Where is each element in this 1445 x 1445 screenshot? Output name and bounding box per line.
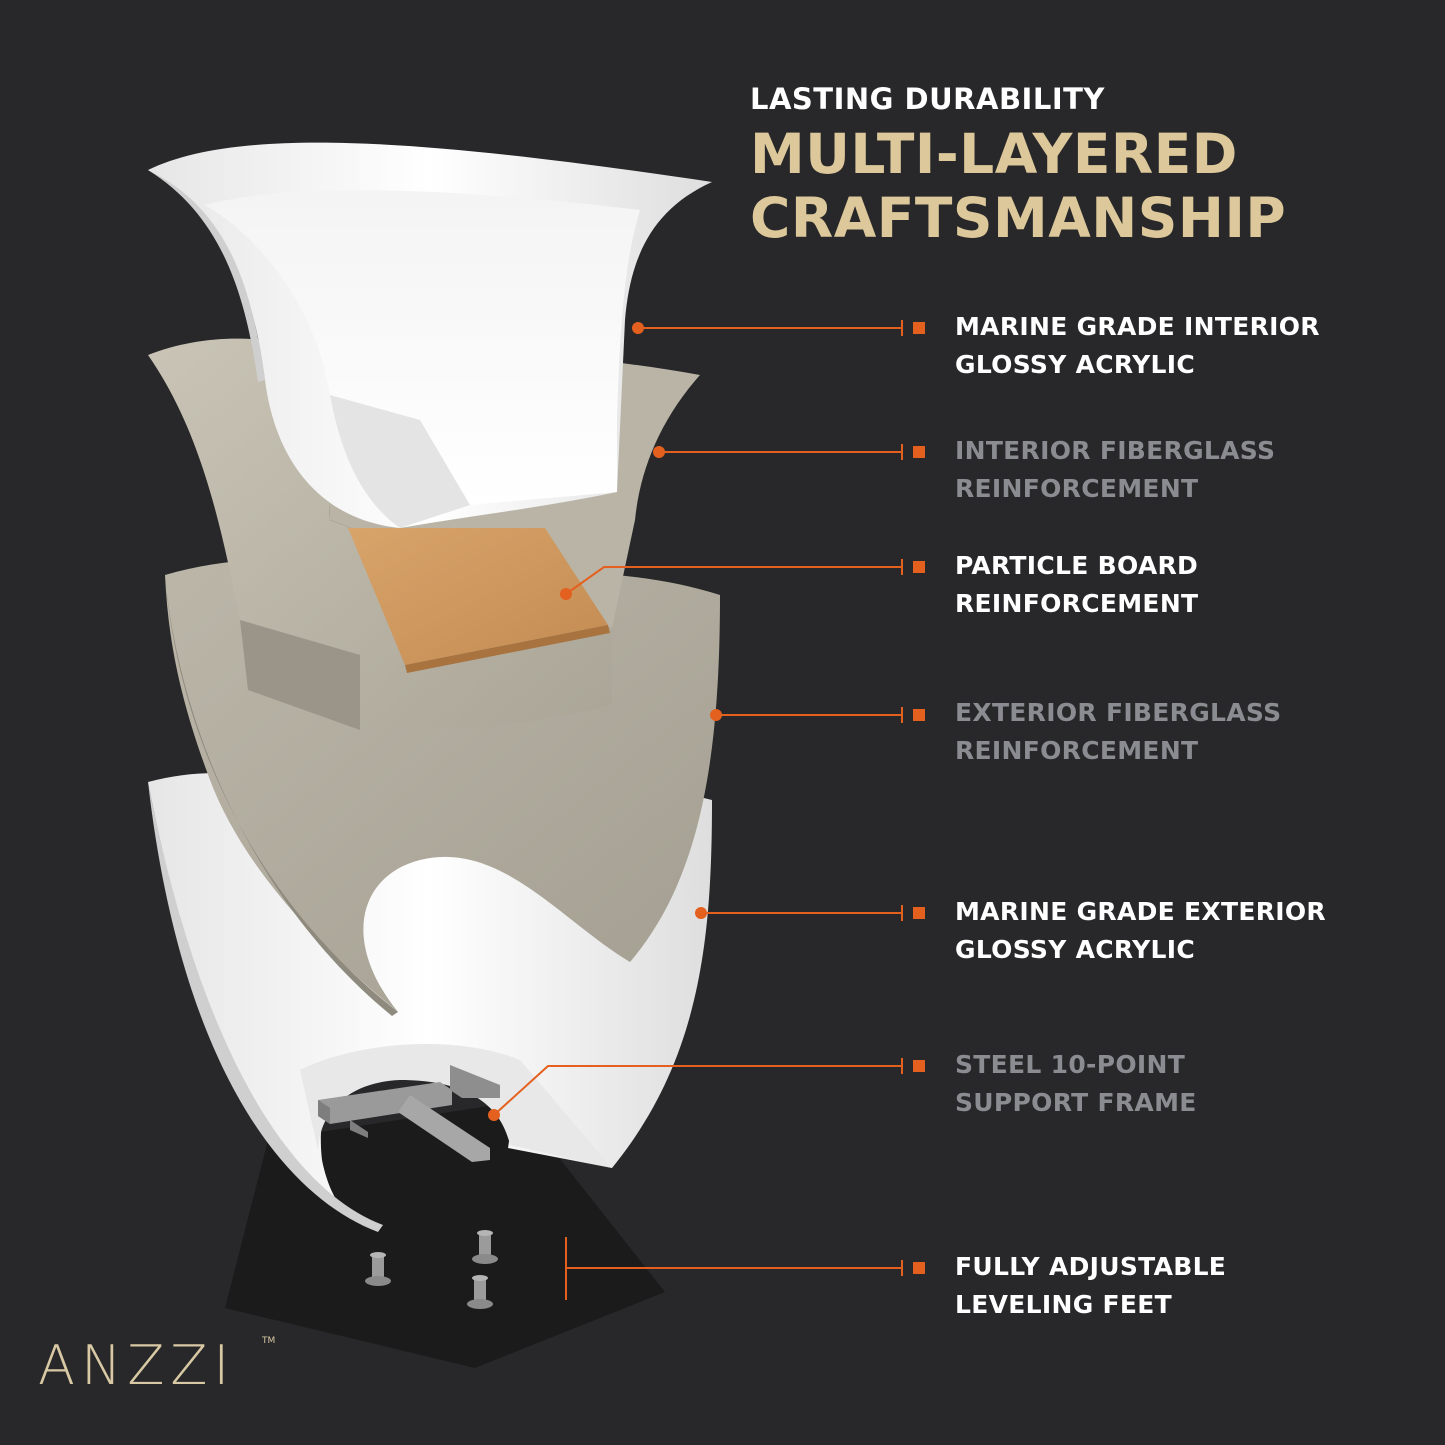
label-line: PARTICLE BOARD — [955, 551, 1199, 580]
particle-board-layer — [348, 528, 610, 673]
label-line: SUPPORT FRAME — [955, 1088, 1197, 1117]
callout-square-4 — [913, 709, 925, 721]
label-line: MARINE GRADE EXTERIOR — [955, 897, 1326, 926]
leveling-feet — [365, 1230, 498, 1309]
callout-square-3 — [913, 561, 925, 573]
label-line: REINFORCEMENT — [955, 474, 1199, 503]
callout-dot-interior-acrylic — [632, 322, 644, 334]
callout-lines — [493, 320, 903, 1300]
label-line: EXTERIOR FIBERGLASS — [955, 698, 1282, 727]
callout-line-particle-board — [565, 566, 902, 595]
headline-line-2: CRAFTSMANSHIP — [750, 186, 1287, 250]
callout-square-7 — [913, 1262, 925, 1274]
label-interior-acrylic: MARINE GRADE INTERIOR GLOSSY ACRYLIC — [955, 308, 1320, 384]
callout-square-2 — [913, 446, 925, 458]
label-leveling-feet: FULLY ADJUSTABLE LEVELING FEET — [955, 1248, 1226, 1324]
label-support-frame: STEEL 10-POINT SUPPORT FRAME — [955, 1046, 1197, 1122]
callout-dot-exterior-acrylic — [695, 907, 707, 919]
label-line: STEEL 10-POINT — [955, 1050, 1186, 1079]
kicker-text: LASTING DURABILITY — [750, 82, 1105, 116]
label-line: INTERIOR FIBERGLASS — [955, 436, 1276, 465]
callout-square-1 — [913, 322, 925, 334]
callout-dot-exterior-fiberglass — [710, 709, 722, 721]
interior-acrylic-layer — [148, 142, 712, 528]
callout-dot-interior-fiberglass — [653, 446, 665, 458]
label-line: MARINE GRADE INTERIOR — [955, 312, 1320, 341]
callout-square-5 — [913, 907, 925, 919]
trademark-mark: TM — [262, 1336, 276, 1346]
callout-squares — [913, 322, 925, 1274]
headline-line-1: MULTI-LAYERED — [750, 122, 1238, 186]
callout-dot-particle-board — [560, 588, 572, 600]
label-line: FULLY ADJUSTABLE — [955, 1252, 1227, 1281]
steel-support-frame — [318, 1065, 500, 1162]
brand-logo: ANZZI — [38, 1334, 236, 1397]
label-exterior-fiberglass: EXTERIOR FIBERGLASS REINFORCEMENT — [955, 694, 1281, 770]
label-exterior-acrylic: MARINE GRADE EXTERIOR GLOSSY ACRYLIC — [955, 893, 1326, 969]
callout-dot-support-frame — [488, 1109, 500, 1121]
label-particle-board: PARTICLE BOARD REINFORCEMENT — [955, 547, 1198, 623]
label-line: LEVELING FEET — [955, 1290, 1172, 1319]
callout-dots — [488, 322, 722, 1121]
callout-line-support-frame — [493, 1065, 902, 1116]
callout-square-6 — [913, 1060, 925, 1072]
label-interior-fiberglass: INTERIOR FIBERGLASS REINFORCEMENT — [955, 432, 1275, 508]
label-line: REINFORCEMENT — [955, 589, 1199, 618]
floor-shadow — [225, 1102, 665, 1368]
label-line: GLOSSY ACRYLIC — [955, 350, 1195, 379]
headline: MULTI-LAYERED CRAFTSMANSHIP — [750, 122, 1286, 250]
label-line: GLOSSY ACRYLIC — [955, 935, 1195, 964]
label-line: REINFORCEMENT — [955, 736, 1199, 765]
